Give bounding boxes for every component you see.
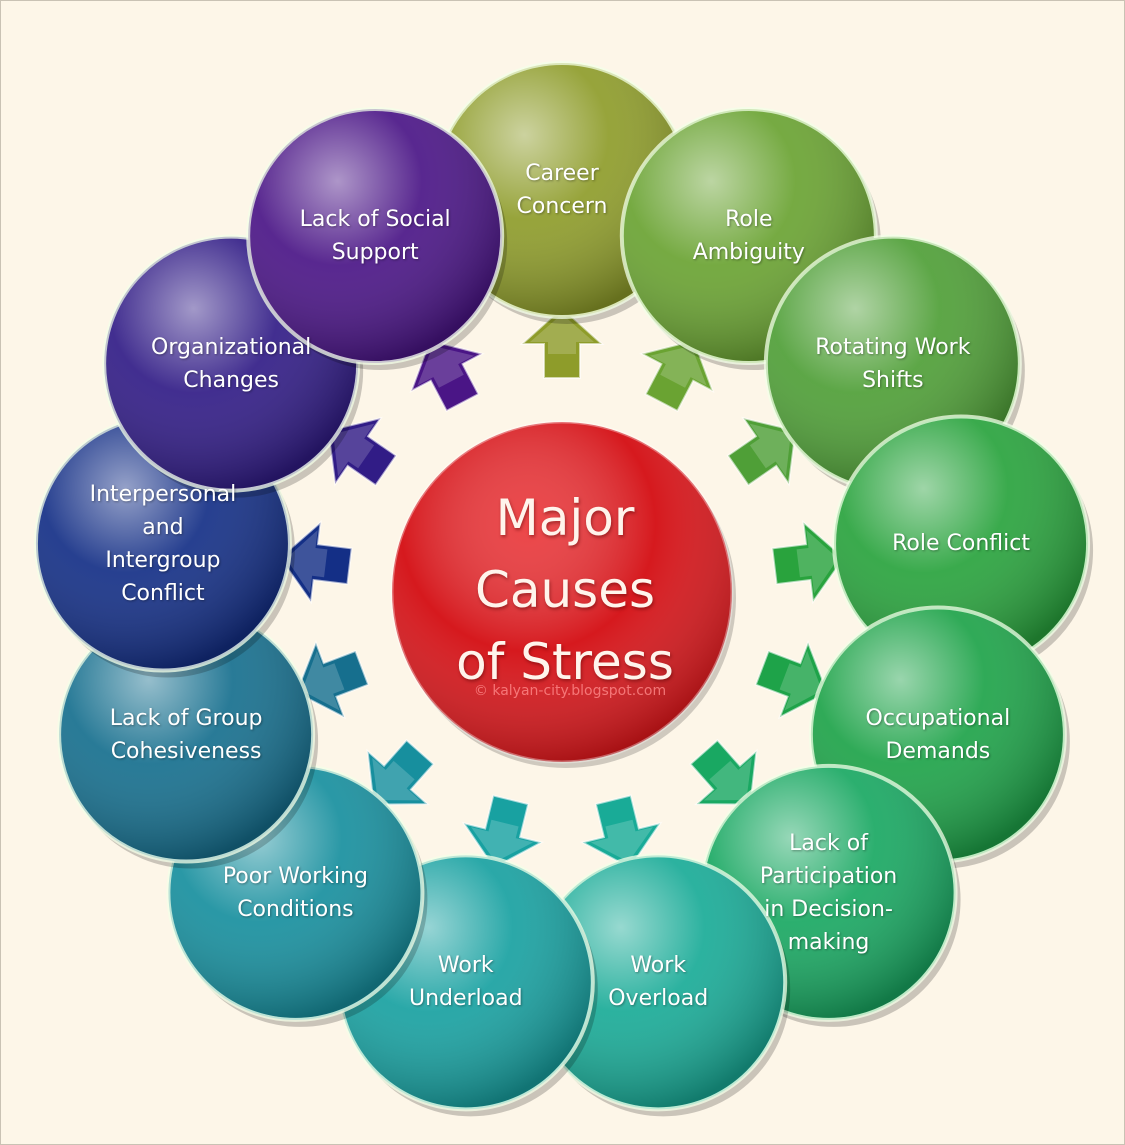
arrow-highlight <box>779 650 822 711</box>
arrow-highlight <box>471 819 534 862</box>
arrow-highlight <box>333 423 375 477</box>
arrow-shape <box>295 639 370 720</box>
arrow-shape <box>639 339 715 413</box>
arrow-shape <box>754 639 829 720</box>
arrow-shape <box>771 519 846 605</box>
arrow-icon-lack-of-participation-in-decision-making <box>689 738 758 806</box>
arrow-shape <box>461 794 545 870</box>
arrow-shape <box>689 738 758 806</box>
arrow-icon-role-conflict <box>771 519 846 605</box>
node-lack-of-group-cohesiveness <box>57 605 319 869</box>
arrow-shape <box>278 519 353 605</box>
arrow-highlight <box>530 314 594 354</box>
node-gloss <box>533 857 784 1108</box>
arrow-shape <box>409 339 485 413</box>
arrow-icon-interpersonal-and-intergroup-conflict <box>278 519 353 605</box>
arrow-highlight <box>749 423 791 477</box>
arrow-shape <box>519 306 605 379</box>
center-circle-gloss <box>390 420 734 764</box>
arrow-highlight <box>796 530 838 594</box>
arrow-shape <box>579 794 663 870</box>
arrow-icon-work-underload <box>461 794 545 870</box>
arrow-icon-career-concern <box>519 306 605 379</box>
node-gloss <box>61 609 312 860</box>
center-title: Major Causes of Stress <box>456 489 674 691</box>
node-gloss <box>250 111 501 362</box>
watermark-text: © kalyan-city.blogspot.com <box>473 683 667 699</box>
node-work-overload <box>529 853 791 1117</box>
node-lack-of-social-support <box>246 107 508 371</box>
arrow-shape <box>366 738 435 806</box>
arrow-icon-lack-of-social-support <box>409 339 485 413</box>
arrow-icon-poor-working-conditions <box>366 738 435 806</box>
arrow-icon-work-overload <box>579 794 663 870</box>
arrow-icon-occupational-demands <box>754 639 829 720</box>
arrow-icon-role-ambiguity <box>639 339 715 413</box>
arrow-icon-rotating-work-shifts <box>726 416 797 487</box>
arrow-shape <box>726 416 797 487</box>
arrow-icon-organizational-changes <box>327 416 398 487</box>
arrow-highlight <box>649 345 707 388</box>
node-gloss <box>836 418 1087 669</box>
arrow-highlight <box>302 650 345 711</box>
arrow-highlight <box>286 530 328 594</box>
arrow-shape <box>327 416 398 487</box>
arrow-icon-lack-of-group-cohesiveness <box>295 639 370 720</box>
arrow-highlight <box>417 345 475 388</box>
arrow-highlight <box>590 819 653 862</box>
